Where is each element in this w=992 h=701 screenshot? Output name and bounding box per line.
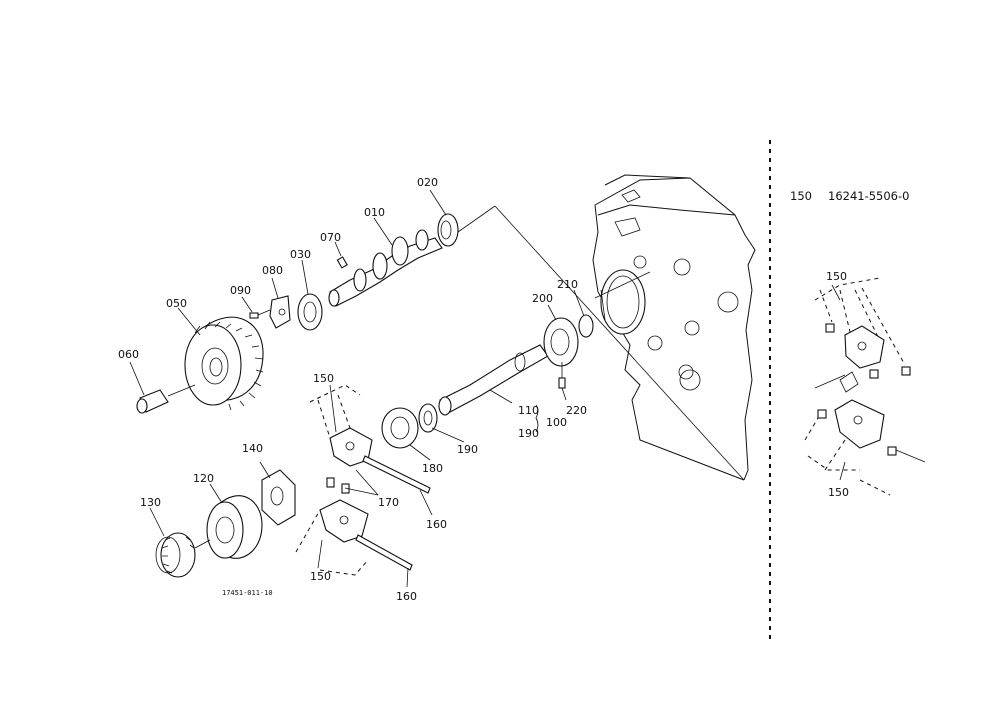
bearing-030 — [297, 293, 323, 331]
callout-130: 130 — [140, 496, 161, 509]
callout-190-b: 190 — [518, 427, 539, 440]
pin-160-upper — [362, 455, 431, 494]
callout-180: 180 — [422, 462, 443, 475]
governor-gear-120 — [206, 495, 263, 559]
callout-170: 170 — [378, 496, 399, 509]
pin-070 — [336, 256, 348, 269]
collar-060 — [136, 384, 196, 414]
drive-gear-130 — [155, 532, 211, 578]
callout-070: 070 — [320, 231, 341, 244]
callout-160-upper: 160 — [426, 518, 447, 531]
callout-060: 060 — [118, 348, 139, 361]
callout-100: 100 — [546, 416, 567, 429]
camshaft — [328, 229, 443, 307]
retainer-plate-080 — [249, 295, 291, 329]
governor-weight-lower — [295, 477, 369, 576]
callout-labels: 010 020 030 050 060 070 080 090 200 210 … — [118, 176, 909, 603]
callout-110: 110 — [518, 404, 539, 417]
callout-210: 210 — [557, 278, 578, 291]
inset-ref: 150 — [790, 189, 812, 203]
bearing-020 — [437, 213, 459, 247]
inset-part-number: 16241-5506-0 — [828, 189, 909, 203]
cam-gear-050 — [184, 316, 264, 411]
callout-020: 020 — [417, 176, 438, 189]
pin-160-lower — [355, 534, 413, 571]
engine-block — [592, 174, 756, 481]
sleeve-180 — [381, 407, 419, 449]
leader-lines — [129, 189, 585, 588]
callout-160-lower: 160 — [396, 590, 417, 603]
callout-150-top: 150 — [313, 372, 334, 385]
inset-governor-assembly — [804, 277, 926, 496]
governor-sleeve-140 — [261, 469, 296, 526]
washer-190 — [418, 403, 438, 433]
callout-220: 220 — [566, 404, 587, 417]
callout-050: 050 — [166, 297, 187, 310]
callout-030: 030 — [290, 248, 311, 261]
callout-200: 200 — [532, 292, 553, 305]
callout-010: 010 — [364, 206, 385, 219]
callout-140: 140 — [242, 442, 263, 455]
drawing-number: 17451-011-10 — [222, 589, 273, 597]
callout-090: 090 — [230, 284, 251, 297]
callout-120: 120 — [193, 472, 214, 485]
bearing-200 — [543, 317, 579, 367]
governor-weight-upper — [309, 384, 373, 467]
callout-150-bottom: 150 — [310, 570, 331, 583]
inset-callout-150-top: 150 — [826, 270, 847, 283]
callout-080: 080 — [262, 264, 283, 277]
circlip-210 — [578, 314, 594, 338]
inset-callout-150-bottom: 150 — [828, 486, 849, 499]
callout-190-a: 190 — [457, 443, 478, 456]
